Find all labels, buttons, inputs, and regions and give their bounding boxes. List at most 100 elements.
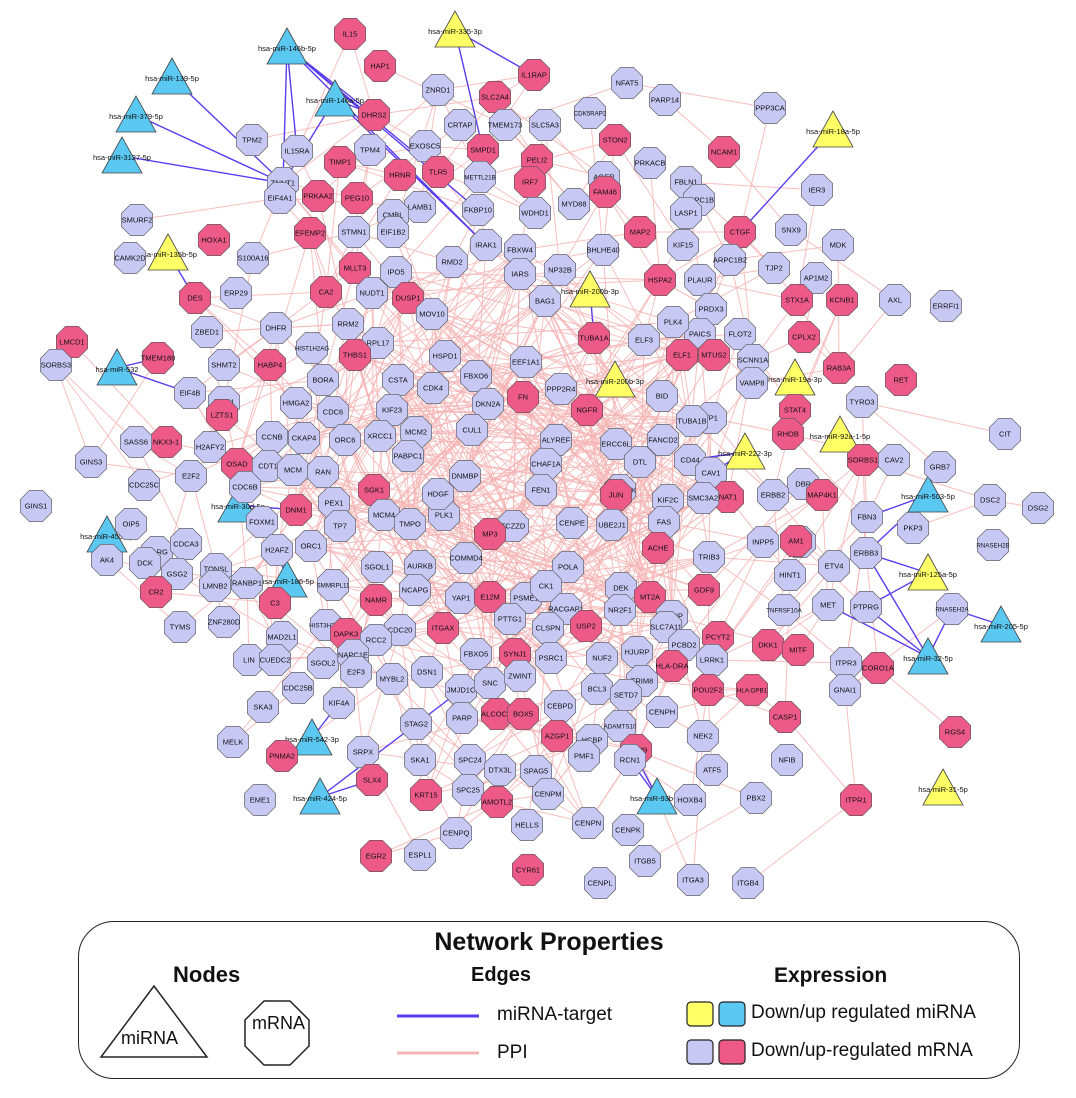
mrna-node-tpm4[interactable]: TPM4 [353,134,387,166]
mrna-node-bag1[interactable]: BAG1 [528,284,562,318]
mrna-node-krt15[interactable]: KRT15 [409,778,443,812]
mrna-node-erbb2[interactable]: ERBB2 [756,478,790,512]
mrna-node-stag2[interactable]: STAG2 [399,707,433,741]
mrna-node-cul1[interactable]: CUL1 [455,413,489,447]
mrna-node-tuba1b[interactable]: TUBA1B [675,404,709,438]
mrna-node-yap1[interactable]: YAP1 [444,581,478,615]
mrna-node-zbed1[interactable]: ZBED1 [191,315,223,349]
mrna-node-fam46[interactable]: FAM46 [588,176,622,208]
mrna-node-cdt1[interactable]: CDT1 [252,449,285,483]
mrna-node-ck1[interactable]: CK1 [529,569,563,603]
mrna-node-cr2[interactable]: CR2 [140,575,172,609]
mrna-node-prkacb[interactable]: PRKACB [633,147,667,179]
mrna-node-cit[interactable]: CIT [988,417,1022,451]
mrna-node-znf280d[interactable]: ZNF280D [208,605,241,639]
mrna-node-smurf2[interactable]: SMURF2 [121,204,153,236]
mrna-node-azgp1[interactable]: AZGP1 [540,719,574,753]
mrna-node-cenpe[interactable]: CENPE [555,506,589,540]
mirna-node-hsa-mir-92a-1-5p[interactable]: hsa-miR-92a-1-5p [810,415,870,453]
mrna-node-smpd1[interactable]: SMPD1 [466,134,500,166]
mrna-node-map2[interactable]: MAP2 [623,216,657,248]
mrna-node-lin[interactable]: LIN [233,643,266,677]
mrna-node-fancd2[interactable]: FANCD2 [646,423,680,457]
mrna-node-rnaseh2a[interactable]: RNASEH2A [935,592,970,626]
mrna-node-sass6[interactable]: SASS6 [120,425,152,459]
mrna-node-fbxo6[interactable]: FBXO6 [459,359,493,393]
mrna-node-box5[interactable]: BOX5 [506,697,540,731]
mrna-node-nuf2[interactable]: NUF2 [585,641,619,675]
mrna-node-dnm1[interactable]: DNM1 [279,493,313,527]
mrna-node-elf1[interactable]: ELF1 [665,338,699,372]
mrna-node-dkn2a[interactable]: DKN2A [471,387,505,421]
mrna-node-ston2[interactable]: STON2 [598,124,632,156]
mrna-node-fbn3[interactable]: FBN3 [850,500,884,534]
mrna-node-gins1[interactable]: GINS1 [19,489,53,523]
mrna-node-dtx3l[interactable]: DTX3L [483,753,517,787]
mrna-node-hspd1[interactable]: HSPD1 [428,339,462,373]
mrna-node-rhob[interactable]: RHOB [771,417,805,451]
mrna-node-pou2f2[interactable]: POU2F2 [691,673,725,707]
mrna-node-usp2[interactable]: USP2 [569,609,603,643]
mrna-node-eme1[interactable]: EME1 [244,783,277,817]
mrna-node-slx4[interactable]: SLX4 [355,763,389,797]
mrna-node-rab3a[interactable]: RAB3A [822,351,856,385]
mrna-node-efemp2[interactable]: EFEMP2 [293,217,327,249]
mrna-node-lzts1[interactable]: LZTS1 [206,398,238,432]
mrna-node-lasp1[interactable]: LASP1 [669,197,703,229]
mrna-node-il15[interactable]: IL15 [333,17,367,51]
mrna-node-rcn1[interactable]: RCN1 [613,743,647,777]
mrna-node-casp1[interactable]: CASP1 [768,700,802,734]
mrna-node-cav2[interactable]: CAV2 [877,443,911,477]
mrna-node-cyr61[interactable]: CYR61 [511,853,545,887]
mrna-node-hrnr[interactable]: HRNR [383,159,417,191]
mrna-node-mcm[interactable]: MCM [276,453,310,487]
mrna-node-e2f3[interactable]: E2F3 [339,655,373,689]
mrna-node-grb7[interactable]: GRB7 [923,450,957,484]
mrna-node-plaur[interactable]: PLAUR [683,263,717,297]
mrna-node-snc[interactable]: SNC [473,666,507,700]
mrna-node-espl1[interactable]: ESPL1 [403,838,437,872]
mrna-node-cenpq[interactable]: CENPQ [439,816,473,850]
mrna-node-arpc1b2[interactable]: ARPC1B2 [713,244,747,277]
mirna-node-hsa-mir-222-3p[interactable]: hsa-miR-222-3p [718,432,772,470]
mrna-node-hspa2[interactable]: HSPA2 [643,263,677,297]
mrna-node-ap1m2[interactable]: AP1M2 [799,261,833,295]
mrna-node-csta[interactable]: CSTA [381,363,415,397]
mrna-node-ppp2r4[interactable]: PPP2R4 [544,372,578,406]
mrna-node-hoxa1[interactable]: HOXA1 [198,224,230,256]
mrna-node-tmem173[interactable]: TMEM173 [488,109,523,141]
mrna-node-vamp8[interactable]: VAMP8 [735,366,769,400]
mrna-node-sgol2[interactable]: SGOL2 [306,646,340,680]
mrna-node-eif1b2[interactable]: EIF1B2 [376,216,410,248]
mrna-node-lamb1[interactable]: LAMB1 [403,191,437,223]
mrna-node-e2f2[interactable]: E2F2 [175,459,207,493]
mrna-node-dnmbp[interactable]: DNMBP [448,459,482,493]
mrna-node-lmcd1[interactable]: LMCD1 [55,325,88,359]
mrna-node-am1[interactable]: AM1 [779,524,813,558]
mrna-node-ppp3ca[interactable]: PPP3CA [753,92,787,124]
mrna-node-slc5a3[interactable]: SLC5A3 [528,109,562,141]
mrna-node-cdk5rap2[interactable]: CDK5RAP2 [574,97,607,129]
mrna-node-spc24[interactable]: SPC24 [453,743,487,777]
mrna-node-tp7[interactable]: TP7 [323,509,357,543]
mrna-node-slc2a4[interactable]: SLC2A4 [478,81,512,113]
mrna-node-hint1[interactable]: HINT1 [773,558,807,592]
mrna-node-dhrs2[interactable]: DHRS2 [357,99,391,131]
mrna-node-mybl2[interactable]: MYBL2 [375,662,409,696]
mrna-node-ube2j1[interactable]: UBE2J1 [595,508,629,542]
mrna-node-sorbs3[interactable]: SORBS3 [39,348,72,382]
mrna-node-errfi1[interactable]: ERRFI1 [929,289,963,323]
mrna-node-rmd2[interactable]: RMD2 [435,246,469,279]
mrna-node-amotl2[interactable]: AMOTL2 [480,785,514,819]
mirna-node-hsa-mir-542-3p[interactable]: hsa-miR-542-3p [285,718,339,756]
mrna-node-sorbs1[interactable]: SORBS1 [846,443,880,477]
mrna-node-h2afy2[interactable]: H2AFY2 [194,430,226,464]
mrna-node-cdc20[interactable]: CDC20 [383,613,417,647]
mrna-node-mov10[interactable]: MOV10 [415,297,449,331]
mrna-node-egr2[interactable]: EGR2 [359,839,393,873]
mrna-node-nudt1[interactable]: NUDT1 [355,276,389,310]
mrna-node-pnma2[interactable]: PNMA2 [265,739,299,773]
mrna-node-camk2d[interactable]: CAMK2D [114,242,146,275]
mrna-node-eif4b[interactable]: EIF4B [174,376,206,410]
mrna-node-cdc25c[interactable]: CDC25C [128,468,160,502]
